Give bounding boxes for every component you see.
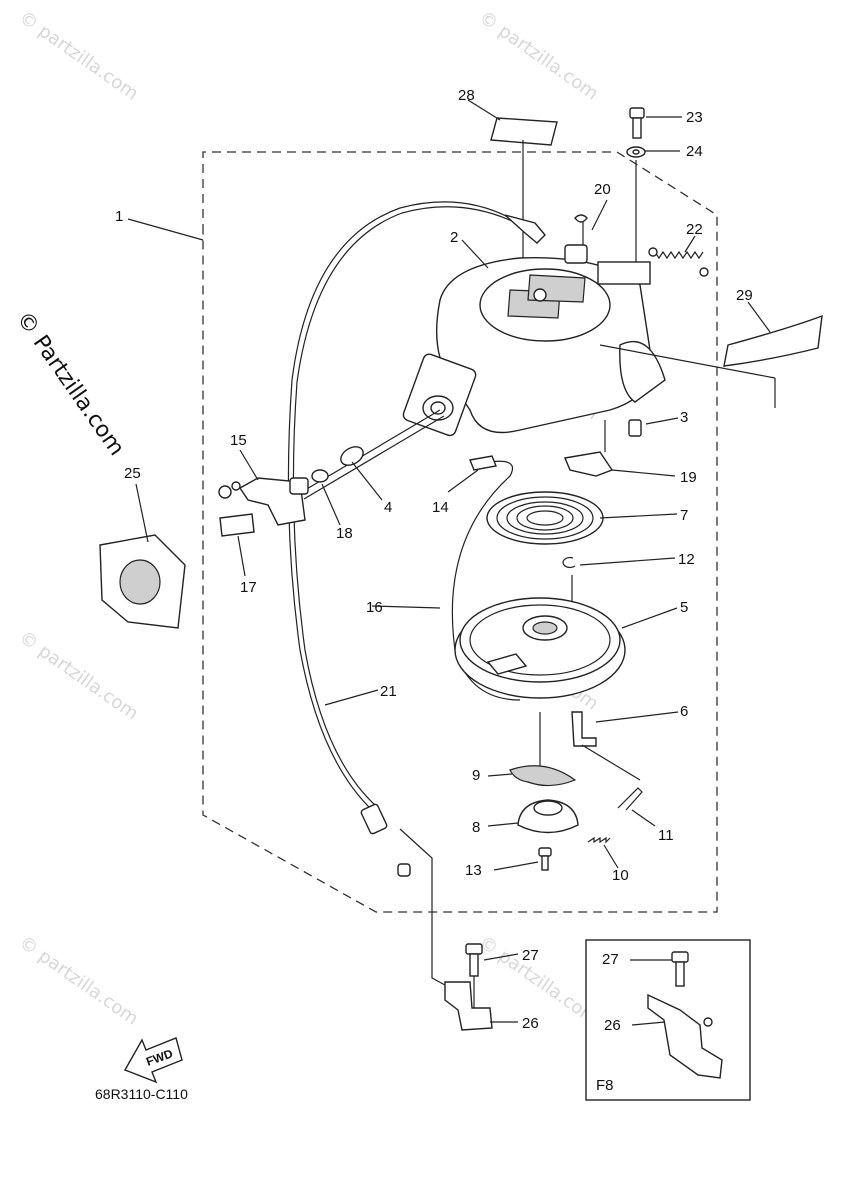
watermark-tile: © partzilla.com (15, 7, 142, 105)
inset-f8: F8 (585, 939, 751, 1101)
part-27-bolt-inset (671, 951, 689, 987)
callout-22: 22 (686, 221, 703, 238)
part-21-cable-end-clip (504, 214, 546, 244)
callout-7: 7 (680, 507, 688, 524)
callout-15: 15 (230, 432, 247, 449)
watermark-tile: © partzilla.com (15, 932, 142, 1030)
part-27-bolt-main (465, 943, 483, 977)
part-26-bracket-inset (647, 993, 723, 1079)
callout-6: 6 (680, 703, 688, 720)
callout-10: 10 (612, 867, 629, 884)
callout-2: 2 (450, 229, 458, 246)
assembly-outline (202, 151, 718, 913)
part-21-cable-fitting (360, 803, 388, 835)
part-21-cable (287, 201, 511, 811)
part-3-collar (628, 419, 642, 437)
callout-labels: 1 2 3 4 5 6 7 8 9 10 11 12 13 14 15 16 1… (115, 87, 753, 1034)
callout-20: 20 (594, 181, 611, 198)
part-12-ring (562, 556, 576, 569)
part-7-spiral-spring (486, 491, 604, 545)
callout-18: 18 (336, 525, 353, 542)
part-6-pawl (571, 711, 597, 747)
callout-9: 9 (472, 767, 480, 784)
watermark-tile: © partzilla.com (475, 7, 602, 105)
callout-12: 12 (678, 551, 695, 568)
part-29-sticker (723, 314, 823, 367)
callout-1: 1 (115, 208, 123, 225)
part-16-rope (451, 460, 521, 701)
part-10-spring (587, 836, 611, 844)
part-21-cable-pin (397, 863, 411, 877)
callout-21: 21 (380, 683, 397, 700)
part-9-plate (509, 765, 577, 787)
watermark-tile: © partzilla.com (15, 627, 142, 725)
fwd-arrow-icon: FWD (123, 1037, 183, 1084)
part-23-bolt (629, 107, 645, 139)
part-14-grommet (469, 455, 497, 471)
callout-27: 27 (522, 947, 539, 964)
callout-26-inset: 26 (604, 1017, 621, 1034)
callout-4: 4 (384, 499, 392, 516)
part-21-cable-edge (292, 206, 515, 807)
callout-8: 8 (472, 819, 480, 836)
part-15-handle (218, 477, 306, 537)
part-8-drive-plate (517, 799, 579, 834)
callout-11: 11 (658, 827, 674, 844)
part-25-damper (99, 534, 186, 629)
callout-17: 17 (240, 579, 257, 596)
callout-14: 14 (432, 499, 449, 516)
callout-23: 23 (686, 109, 703, 126)
diagram-code: 68R3110-C110 (95, 1086, 188, 1102)
part-2-starter-housing (402, 244, 776, 437)
callout-27-inset: 27 (602, 951, 619, 968)
callout-26: 26 (522, 1015, 539, 1032)
part-5-pulley (454, 597, 626, 775)
callout-29: 29 (736, 287, 753, 304)
part-19-lever (564, 451, 614, 477)
callout-5: 5 (680, 599, 688, 616)
part-22-spring (648, 247, 709, 277)
part-11-wire (617, 787, 643, 811)
callout-3: 3 (680, 409, 688, 426)
callout-13: 13 (465, 862, 482, 879)
part-13-bolt (538, 847, 552, 871)
callout-25: 25 (124, 465, 141, 482)
watermark-vertical: © Partzilla.com (11, 307, 129, 460)
callout-28: 28 (458, 87, 475, 104)
callout-16: 16 (366, 599, 383, 616)
part-24-washer (626, 146, 646, 262)
part-4-rod (289, 409, 445, 500)
inset-label: F8 (596, 1077, 614, 1094)
part-26-bracket-main (399, 828, 493, 1031)
callout-24: 24 (686, 143, 703, 160)
callout-19: 19 (680, 469, 697, 486)
leader-lines (127, 99, 771, 1026)
